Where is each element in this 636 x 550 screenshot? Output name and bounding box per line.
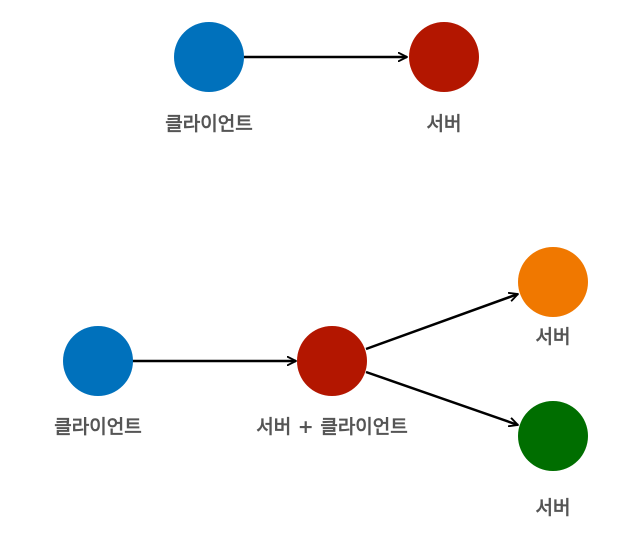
edge-middle-to-server-a <box>365 294 518 351</box>
server-b-label: 서버 <box>536 497 571 519</box>
top-diagram: 클라이언트 서버 <box>165 22 479 135</box>
middle-label: 서버 + 클라이언트 <box>256 416 408 438</box>
server-a-node <box>518 247 588 317</box>
edge-middle-to-server-b <box>365 370 518 425</box>
top-server-label: 서버 <box>427 113 462 135</box>
bottom-diagram: 클라이언트 서버 + 클라이언트 서버 서버 <box>54 247 588 519</box>
server-b-node <box>518 401 588 471</box>
top-client-node <box>174 22 244 92</box>
top-server-node <box>409 22 479 92</box>
bottom-client-label: 클라이언트 <box>54 416 141 438</box>
server-a-label: 서버 <box>536 326 571 348</box>
bottom-client-node <box>63 326 133 396</box>
middle-node <box>297 326 367 396</box>
top-client-label: 클라이언트 <box>165 113 252 135</box>
